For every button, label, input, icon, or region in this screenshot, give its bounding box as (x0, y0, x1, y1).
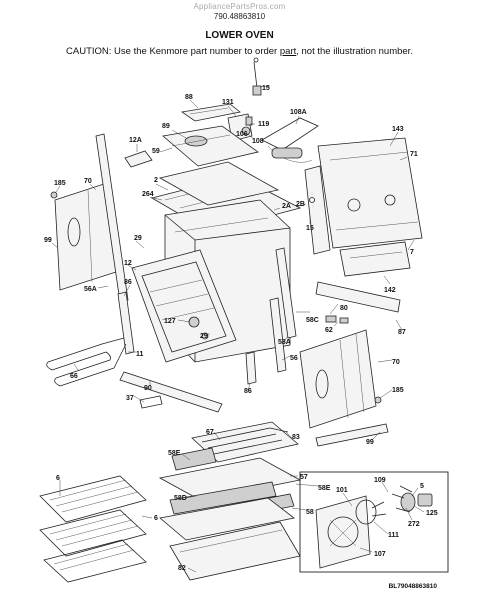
callout-6b: 6 (154, 515, 158, 522)
callout-125: 125 (426, 510, 438, 517)
callout-99b: 99 (366, 439, 374, 446)
callout-101: 101 (336, 487, 348, 494)
callout-58: 58 (306, 509, 314, 516)
callout-labels: 15 88 131 108A 119 89 106 108 12A 143 59… (44, 85, 438, 572)
callout-7: 7 (410, 249, 414, 256)
broil-element[interactable] (46, 337, 127, 387)
front-bottom-strip[interactable] (119, 371, 223, 413)
callout-87: 87 (398, 329, 406, 336)
leader-lines (51, 85, 425, 573)
callout-58a: 58A (278, 339, 291, 346)
left-side-panel[interactable] (50, 181, 117, 291)
callout-89: 89 (162, 123, 170, 130)
callout-109: 109 (374, 477, 386, 484)
callout-12: 12 (124, 260, 132, 267)
callout-106: 106 (236, 131, 248, 138)
wire-harness[interactable] (261, 117, 319, 163)
convection-fan-inset[interactable] (299, 471, 449, 573)
callout-88: 88 (185, 94, 193, 101)
oven-racks[interactable] (39, 475, 147, 583)
caution-text-end: , not the illustration number. (296, 46, 413, 57)
callout-12a: 12A (129, 137, 142, 144)
callout-83: 83 (292, 434, 300, 441)
callout-56: 56 (290, 355, 298, 362)
front-trim-strips[interactable] (117, 247, 297, 385)
callout-57: 57 (300, 474, 308, 481)
callout-59: 59 (152, 148, 160, 155)
caution-text-start: CAUTION: Use the Kenmore part number to … (66, 46, 280, 57)
callout-6: 6 (56, 475, 60, 482)
callout-185b: 185 (392, 387, 404, 394)
callout-143: 143 (392, 126, 404, 133)
callout-119: 119 (258, 121, 269, 128)
callout-90: 90 (144, 385, 152, 392)
callout-56a: 56A (84, 286, 97, 293)
callout-127: 127 (164, 318, 176, 325)
rear-panel[interactable] (317, 137, 423, 249)
callout-5: 5 (420, 483, 424, 490)
callout-111: 111 (388, 532, 399, 539)
callout-131: 131 (222, 99, 234, 106)
callout-29: 29 (134, 235, 142, 242)
callout-108a: 108A (290, 109, 307, 116)
callout-142: 142 (384, 287, 396, 294)
diagram-code: BL79048863810 (388, 583, 437, 590)
mounting-clip[interactable] (325, 315, 349, 324)
callout-66: 66 (70, 373, 78, 380)
callout-82: 82 (178, 565, 186, 572)
callout-108: 108 (252, 138, 264, 145)
callout-70: 70 (84, 178, 92, 185)
temperature-probe[interactable] (252, 57, 262, 96)
callout-62: 62 (325, 327, 333, 334)
callout-264: 264 (142, 191, 154, 198)
diagram-title: LOWER OVEN (205, 30, 274, 41)
right-side-panel[interactable] (299, 329, 382, 429)
callout-71: 71 (410, 151, 418, 158)
callout-107: 107 (374, 551, 386, 558)
caution-note: CAUTION: Use the Kenmore part number to … (0, 46, 479, 57)
callout-29b: 29 (200, 333, 208, 340)
caution-link[interactable]: part (279, 46, 297, 57)
side-channel[interactable] (315, 281, 401, 313)
callout-58e2: 58E (318, 485, 331, 492)
callout-2b: 2B (296, 201, 305, 208)
callout-2a: 2A (282, 203, 291, 210)
callout-37: 37 (126, 395, 134, 402)
callout-2: 2 (154, 177, 158, 184)
lower-channel[interactable] (339, 241, 411, 277)
callout-58d: 58D (174, 495, 187, 502)
callout-86b: 86 (244, 388, 252, 395)
small-bracket[interactable] (139, 395, 163, 409)
side-bracket[interactable] (304, 165, 331, 255)
insulation-pads[interactable] (158, 447, 302, 541)
bottom-strip[interactable] (315, 423, 389, 447)
top-bracket[interactable] (180, 103, 241, 122)
left-rail[interactable] (95, 133, 129, 303)
callout-15: 15 (262, 85, 270, 92)
top-heat-shield[interactable] (162, 125, 259, 167)
callout-70b: 70 (392, 359, 400, 366)
callout-86: 86 (124, 279, 132, 286)
small-cover-plate[interactable] (124, 150, 153, 168)
callout-80: 80 (340, 305, 348, 312)
callout-99: 99 (44, 237, 52, 244)
callout-11: 11 (136, 351, 144, 358)
callout-185: 185 (54, 180, 66, 187)
callout-272: 272 (408, 521, 420, 528)
callout-58c: 58C (306, 317, 319, 324)
site-watermark: AppliancePartsPros.com (193, 2, 286, 11)
callout-58e: 58E (168, 450, 181, 457)
callout-67: 67 (206, 429, 214, 436)
callout-15b: 15 (306, 225, 314, 232)
model-number: 790.48863810 (213, 12, 266, 21)
